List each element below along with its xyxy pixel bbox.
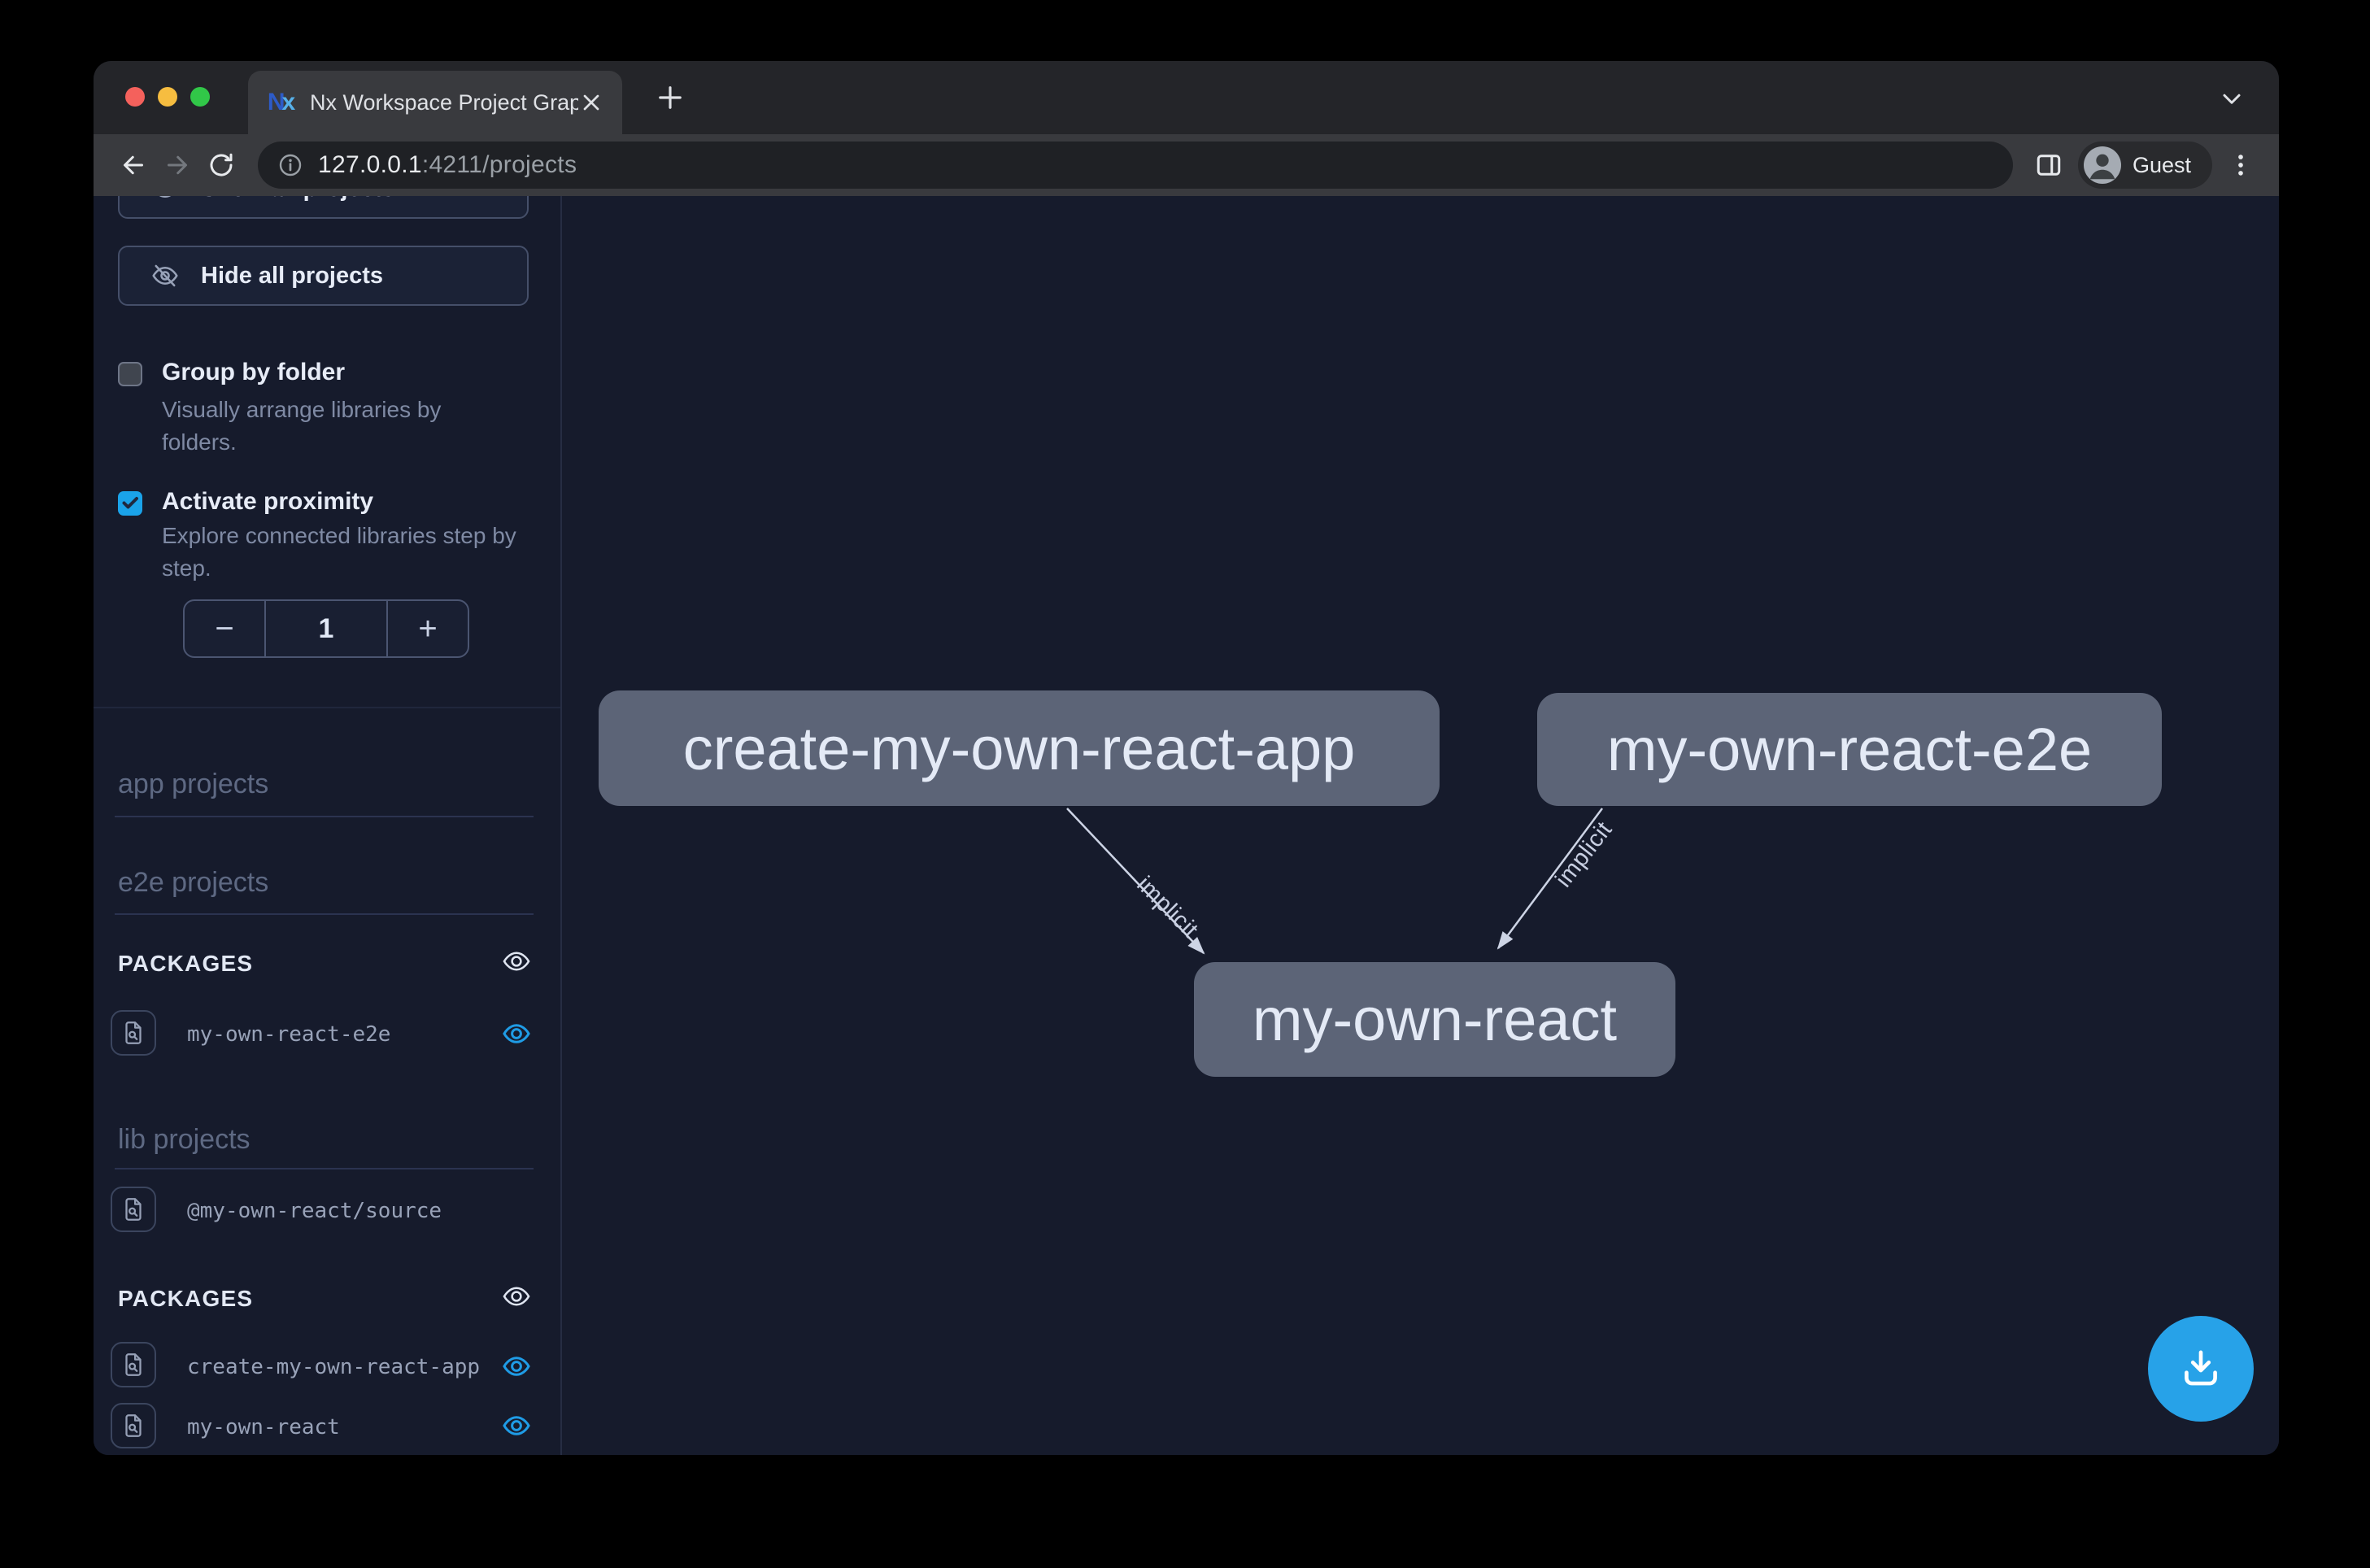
- side-panel-icon[interactable]: [2028, 144, 2070, 186]
- eye-icon-blue: [501, 1351, 532, 1382]
- e2e-projects-rule: [115, 913, 534, 915]
- activate-proximity-label: Activate proximity: [162, 488, 373, 516]
- toggle-packages-visibility-lib[interactable]: [500, 1280, 533, 1313]
- hide-all-projects-label: Hide all projects: [201, 263, 383, 290]
- e2e-projects-heading: e2e projects: [118, 867, 268, 899]
- forward-button[interactable]: [155, 143, 199, 187]
- new-tab-button[interactable]: [653, 81, 687, 115]
- browser-window: Nx Nx Workspace Project Graph 127.0.0.1:…: [94, 61, 2279, 1455]
- proximity-increment-button[interactable]: +: [388, 601, 468, 656]
- toggle-create-my-own-react-app-visibility[interactable]: [500, 1350, 533, 1383]
- tab-strip: Nx Nx Workspace Project Graph: [94, 61, 2279, 134]
- download-graph-button[interactable]: [2148, 1316, 2254, 1422]
- group-by-folder-description: Visually arrange libraries by folders.: [162, 394, 441, 459]
- minimize-window-button[interactable]: [158, 87, 177, 107]
- proximity-value: 1: [264, 601, 388, 656]
- graph-node-my-own-react[interactable]: my-own-react: [1194, 962, 1675, 1077]
- eye-icon-blue: [501, 1018, 532, 1049]
- lib-projects-rule: [115, 1168, 534, 1169]
- list-item-my-own-react[interactable]: my-own-react: [187, 1415, 340, 1440]
- project-details-icon[interactable]: [111, 1403, 156, 1448]
- project-details-icon[interactable]: [111, 1010, 156, 1056]
- browser-toolbar: 127.0.0.1:4211/projects Guest: [94, 134, 2279, 196]
- project-details-icon[interactable]: [111, 1342, 156, 1387]
- list-item-my-own-react-e2e[interactable]: my-own-react-e2e: [187, 1022, 390, 1047]
- url-text: 127.0.0.1:4211/projects: [318, 151, 577, 179]
- tab-nx-workspace-project-graph[interactable]: Nx Nx Workspace Project Graph: [248, 71, 622, 134]
- close-window-button[interactable]: [125, 87, 145, 107]
- project-graph-canvas[interactable]: implicit implicit create-my-own-react-ap…: [562, 196, 2279, 1455]
- sidebar-divider: [94, 707, 560, 708]
- proximity-decrement-button[interactable]: −: [185, 601, 264, 656]
- tab-close-icon[interactable]: [578, 89, 604, 115]
- eye-icon: [150, 196, 180, 203]
- packages-heading-lib: PACKAGES: [118, 1286, 253, 1312]
- download-icon: [2176, 1344, 2226, 1394]
- lib-projects-heading: lib projects: [118, 1124, 251, 1156]
- document-search-icon: [120, 1351, 147, 1379]
- show-all-projects-label: Show all projects: [201, 196, 395, 203]
- site-info-icon[interactable]: [277, 152, 303, 178]
- reload-button[interactable]: [199, 143, 243, 187]
- check-icon: [120, 494, 140, 513]
- profile-button[interactable]: Guest: [2078, 142, 2212, 189]
- app-projects-heading: app projects: [118, 769, 268, 800]
- back-button[interactable]: [111, 143, 155, 187]
- toggle-my-own-react-visibility[interactable]: [500, 1409, 533, 1442]
- graph-node-my-own-react-e2e[interactable]: my-own-react-e2e: [1537, 693, 2162, 806]
- toggle-my-own-react-e2e-visibility[interactable]: [500, 1017, 533, 1050]
- nx-logo-icon: Nx: [266, 87, 297, 118]
- page-content: Show all projects Hide all projects Grou…: [94, 196, 2279, 1455]
- list-item-my-own-react-source[interactable]: @my-own-react/source: [187, 1199, 442, 1223]
- activate-proximity-description: Explore connected libraries step by step…: [162, 520, 516, 585]
- group-by-folder-checkbox[interactable]: [118, 362, 142, 386]
- activate-proximity-checkbox[interactable]: [118, 491, 142, 516]
- graph-node-create-my-own-react-app[interactable]: create-my-own-react-app: [599, 690, 1440, 806]
- document-search-icon: [120, 1196, 147, 1223]
- tab-search-chevron-icon[interactable]: [2217, 84, 2246, 113]
- proximity-stepper: − 1 +: [183, 599, 469, 658]
- packages-heading-e2e: PACKAGES: [118, 951, 253, 977]
- group-by-folder-label: Group by folder: [162, 359, 345, 386]
- eye-icon: [501, 1281, 532, 1312]
- zoom-window-button[interactable]: [190, 87, 210, 107]
- project-details-icon[interactable]: [111, 1187, 156, 1232]
- menu-dots-icon[interactable]: [2220, 143, 2261, 187]
- eye-off-icon: [150, 261, 180, 290]
- document-search-icon: [120, 1019, 147, 1047]
- list-item-create-my-own-react-app[interactable]: create-my-own-react-app: [187, 1355, 480, 1379]
- graph-edges: [562, 196, 2279, 1455]
- address-bar[interactable]: 127.0.0.1:4211/projects: [258, 142, 2013, 189]
- hide-all-projects-button[interactable]: Hide all projects: [118, 246, 529, 306]
- tab-title: Nx Workspace Project Graph: [310, 90, 578, 115]
- eye-icon-blue: [501, 1410, 532, 1441]
- profile-label: Guest: [2133, 153, 2191, 178]
- eye-icon: [501, 946, 532, 977]
- document-search-icon: [120, 1412, 147, 1440]
- show-all-projects-button[interactable]: Show all projects: [118, 196, 529, 219]
- window-controls: [125, 87, 210, 107]
- app-projects-rule: [115, 816, 534, 817]
- avatar: [2084, 146, 2121, 184]
- sidebar: Show all projects Hide all projects Grou…: [94, 196, 562, 1455]
- toggle-packages-visibility-e2e[interactable]: [500, 945, 533, 978]
